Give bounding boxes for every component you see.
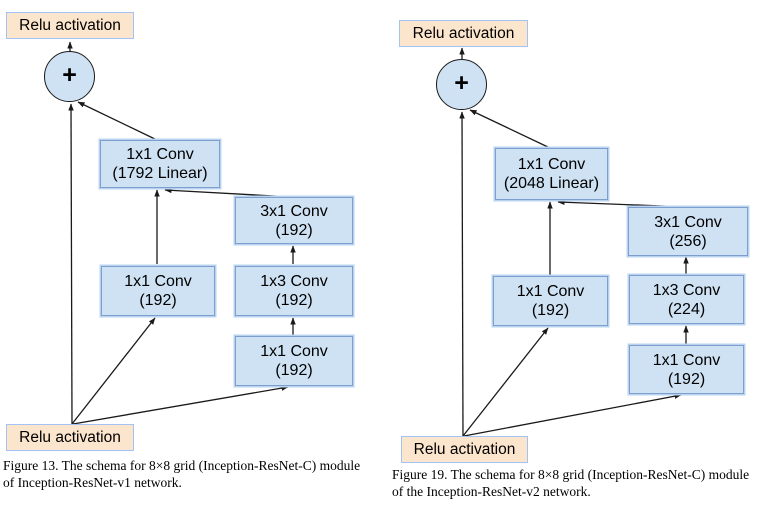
edge-left-relu-to-conv1x1b [72,385,289,425]
edge-right-relu-to-conv1x1b [463,393,682,437]
conv-label-line2: (192) [667,370,706,388]
conv-label-line1: 1x3 Conv [260,273,328,290]
right-relu-activation-bottom-box: Relu activation [401,436,528,463]
left-figure-caption: Figure 13. The schema for 8×8 grid (Ince… [3,458,383,491]
right-conv-1x1-branch-box: 1x1 Conv (192) [493,276,608,326]
edge-right-residual [459,111,465,437]
caption-line1: Figure 19. The schema for 8×8 grid (Ince… [392,467,750,482]
edge-left-relu-to-conv1x1a [71,317,156,425]
right-figure-caption: Figure 19. The schema for 8×8 grid (Ince… [392,467,767,500]
caption-line2: of the Inception-ResNet-v2 network. [392,483,591,499]
conv-label-line2: (192) [275,221,313,239]
edge-left-residual [68,103,74,425]
conv-label-line2: (192) [139,292,177,309]
right-relu-top-label: Relu activation [412,25,515,42]
conv-label-line2: (2048 Linear) [503,175,600,192]
conv-label-line2: (1792 Linear) [112,165,208,182]
conv-label-line2: (192) [275,292,313,309]
conv-label-line1: 1x1 Conv [126,146,194,163]
left-relu-activation-top-box: Relu activation [6,12,134,39]
right-residual-add-circle: + [436,59,487,110]
conv-label-line2: (192) [275,362,313,379]
right-conv-3x1-box: 3x1 Conv (256) [628,207,748,256]
left-conv-1x1-linear-box: 1x1 Conv (1792 Linear) [100,140,220,188]
conv-label-line1: 1x1 Conv [260,343,328,360]
right-conv-1x3-box: 1x3 Conv (224) [629,275,744,324]
edge-right-relu-to-conv1x1a [462,327,549,437]
conv-label-line2: (224) [667,300,706,318]
edge-left-conv3x1-to-linear [164,187,294,198]
left-conv-3x1-box: 3x1 Conv (192) [235,197,353,244]
edge-right-linear-to-add [469,109,551,149]
conv-label-line1: 1x1 Conv [516,283,585,300]
conv-label-line1: 3x1 Conv [654,213,722,231]
right-conv-1x1-bottom-box: 1x1 Conv (192) [629,345,744,394]
right-conv-1x1-linear-box: 1x1 Conv (2048 Linear) [495,148,608,200]
left-conv-1x1-bottom-box: 1x1 Conv (192) [235,336,353,386]
conv-label-line1: 1x1 Conv [124,273,192,290]
conv-label-line1: 1x3 Conv [652,281,721,299]
left-conv-1x1-branch-box: 1x1 Conv (192) [101,266,215,316]
conv-label-line1: 3x1 Conv [260,202,328,220]
plus-icon: + [454,69,469,97]
conv-label-line2: (192) [531,302,570,319]
left-relu-bottom-label: Relu activation [19,429,121,446]
caption-line2: of Inception-ResNet-v1 network. [3,474,182,490]
left-relu-top-label: Relu activation [19,17,121,34]
right-relu-bottom-label: Relu activation [413,441,516,458]
left-relu-activation-bottom-box: Relu activation [6,424,134,451]
edge-right-conv3x1-to-linear [557,199,689,208]
left-residual-add-circle: + [44,51,95,102]
edge-left-linear-to-add [77,101,158,141]
right-relu-activation-top-box: Relu activation [399,20,528,47]
conv-label-line1: 1x1 Conv [652,351,721,369]
left-conv-1x3-box: 1x3 Conv (192) [235,266,353,316]
conv-label-line2: (256) [669,232,707,250]
plus-icon: + [62,61,77,89]
caption-line1: Figure 13. The schema for 8×8 grid (Ince… [3,458,361,473]
conv-label-line1: 1x1 Conv [517,156,586,173]
